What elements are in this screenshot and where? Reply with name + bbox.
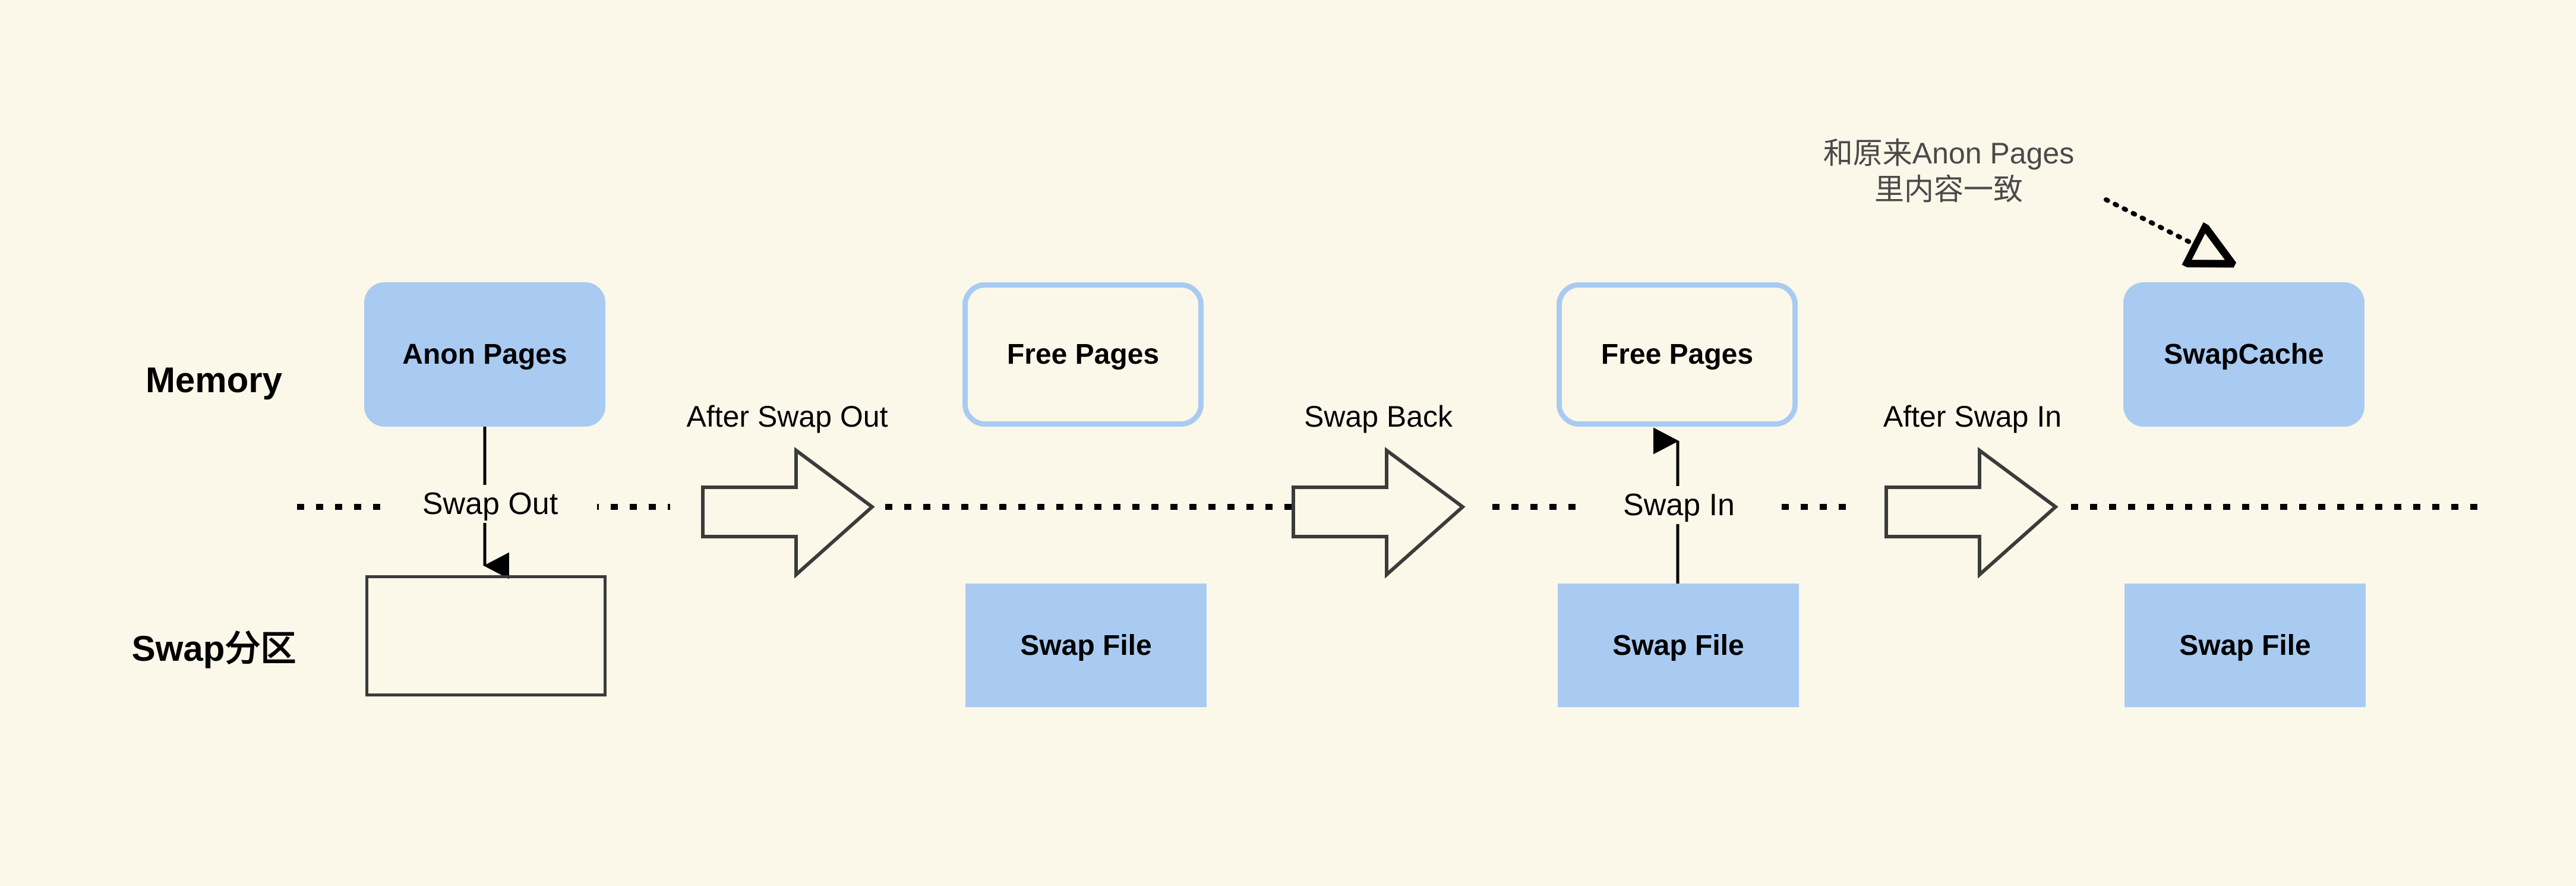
- row-label-memory: Memory: [145, 360, 283, 400]
- annotation-line-2: 里内容一致: [1874, 173, 2023, 206]
- transition-label-swap-back: Swap Back: [1303, 400, 1453, 433]
- node-label: Swap File: [1612, 629, 1744, 661]
- block-arrow-right-icon: [1884, 447, 2059, 579]
- transition-label-after-swap-out: After Swap Out: [686, 400, 888, 433]
- annotation-line-1: 和原来Anon Pages: [1823, 137, 2075, 170]
- node-swap-file-3[interactable]: Swap File: [2124, 584, 2366, 707]
- node-label: Swap File: [2179, 629, 2311, 661]
- node-free-pages-2[interactable]: Free Pages: [1557, 282, 1798, 427]
- node-swap-file-1[interactable]: Swap File: [965, 584, 1207, 707]
- transition-label-after-swap-in: After Swap In: [1883, 400, 2062, 433]
- connector-label-swap-out: Swap Out: [383, 485, 597, 523]
- row-label-swap: Swap分区: [131, 629, 296, 669]
- node-label: Anon Pages: [402, 339, 567, 370]
- node-label: Free Pages: [1600, 339, 1754, 370]
- connector-label-swap-in: Swap In: [1578, 486, 1780, 524]
- node-label: SwapCache: [2164, 339, 2324, 370]
- block-arrow-right-icon: [1292, 447, 1466, 579]
- node-free-pages-1[interactable]: Free Pages: [962, 282, 1204, 427]
- annotation-callout: 和原来Anon Pages 里内容一致: [1782, 135, 2115, 208]
- node-swapcache[interactable]: SwapCache: [2123, 282, 2365, 427]
- annotation-arrow-icon: [2104, 197, 2229, 262]
- block-arrow-right-icon: [701, 447, 875, 579]
- node-swap-partition-empty[interactable]: [365, 575, 607, 696]
- node-anon-pages[interactable]: Anon Pages: [364, 282, 605, 427]
- node-swap-file-2[interactable]: Swap File: [1558, 584, 1799, 707]
- node-label: Swap File: [1020, 629, 1152, 661]
- node-label: Free Pages: [1006, 339, 1160, 370]
